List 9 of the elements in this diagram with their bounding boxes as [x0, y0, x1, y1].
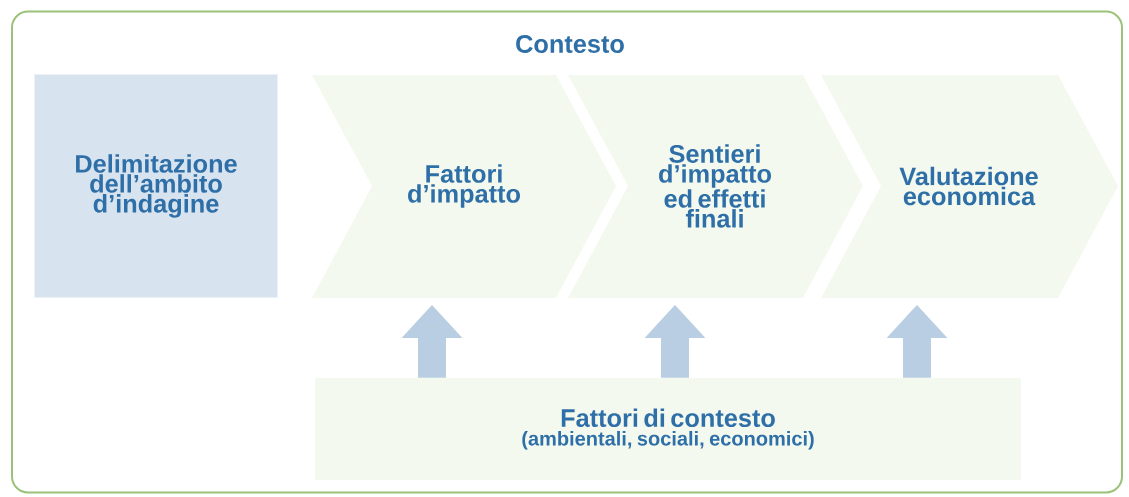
scope-box: Delimitazione dell’ambito d’indagine	[34, 74, 278, 298]
frame-title: Contesto	[516, 35, 624, 53]
process-step: Valutazione economica	[821, 75, 1118, 298]
process-step: Sentieri d’impatto ed effetti finali	[568, 75, 863, 298]
context-box: Fattori di contesto (ambientali, sociali, economici)	[315, 378, 1021, 480]
node-label: Valutazione economica	[899, 166, 1038, 206]
process-step: Fattori d’impatto	[312, 75, 616, 298]
node-label: Fattori d’impatto	[408, 164, 520, 208]
node-label: Sentieri d’impatto ed effetti finali	[659, 144, 771, 228]
